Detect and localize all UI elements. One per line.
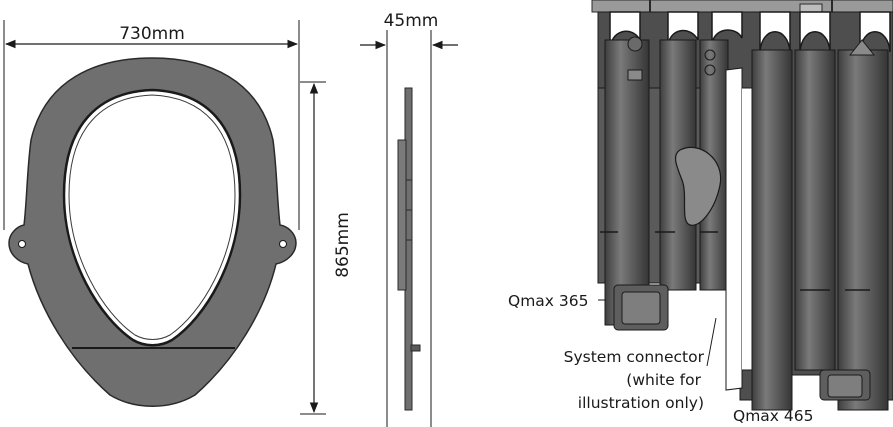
qmax-365-body <box>597 36 876 331</box>
connector-label-line2: (white for <box>626 371 701 389</box>
height-dimension-group: 865mm <box>300 81 353 415</box>
rail-bracket <box>799 3 823 13</box>
qmax-365-label: Qmax 365 <box>508 292 588 310</box>
connector-label-line1: System connector <box>564 348 705 366</box>
leader-connector <box>706 317 717 367</box>
top-rail <box>591 0 893 13</box>
side-view: 45mm <box>360 11 458 427</box>
side-ridge-upper <box>397 139 407 291</box>
width-dimension: 730mm <box>119 24 185 44</box>
front-view: 730mm <box>3 20 300 407</box>
qmax-465-label: Qmax 465 <box>733 407 813 425</box>
assembly-view <box>591 0 893 411</box>
plate-opening-rim <box>68 94 236 340</box>
depth-dimension: 45mm <box>384 11 439 31</box>
qmax-465-ribs <box>751 49 889 411</box>
system-connector <box>725 67 743 391</box>
mounting-hole-right <box>279 240 287 248</box>
plate-opening <box>62 88 242 347</box>
connector-flange <box>742 87 753 371</box>
height-dimension: 865mm <box>333 212 353 278</box>
mounting-hole-left <box>18 240 26 248</box>
side-tab <box>410 344 421 352</box>
connector-label-line3: illustration only) <box>578 394 704 412</box>
